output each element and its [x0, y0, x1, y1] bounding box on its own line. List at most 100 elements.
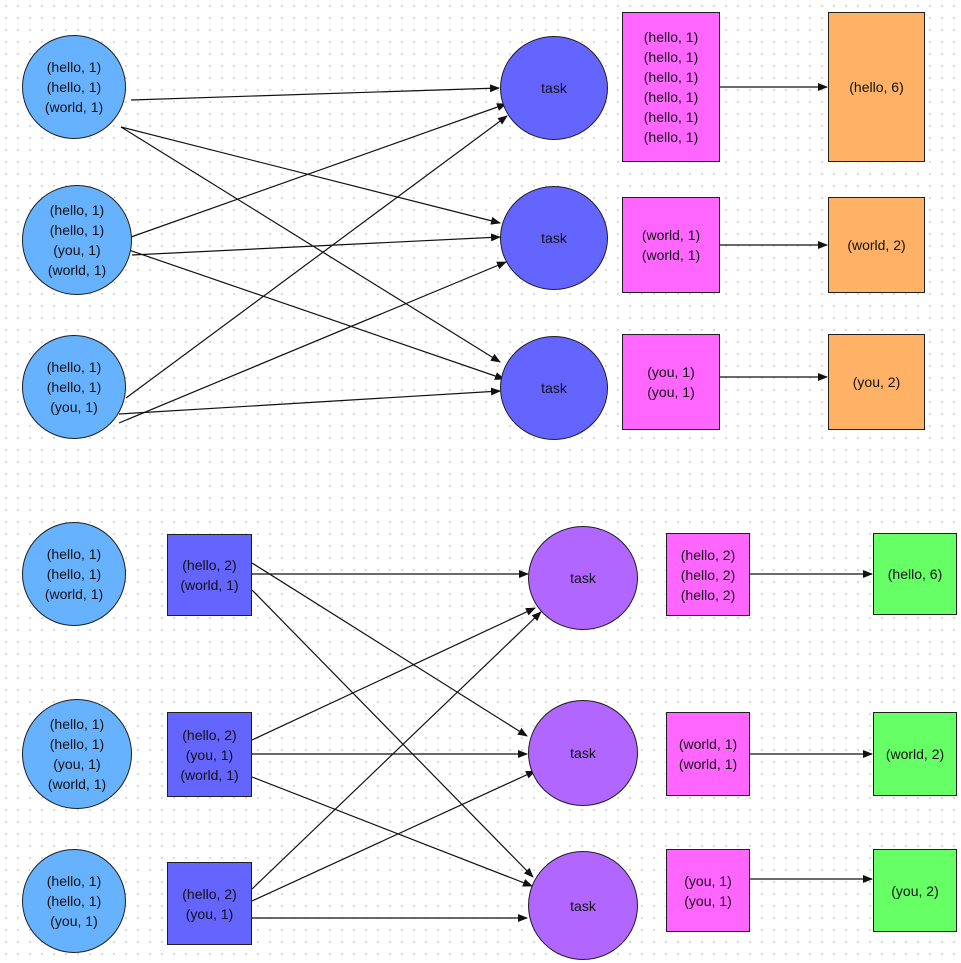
bottom-result-box-line: (world, 2): [885, 746, 945, 762]
bottom-shuffle-arrow: [251, 770, 536, 902]
top-input-circle-line: (world, 1): [47, 262, 107, 278]
top-result-box: (hello, 6): [828, 12, 925, 162]
bottom-shuffle-group-box: (you, 1) (you, 1): [666, 849, 750, 932]
top-result-box-line: (world, 2): [847, 237, 906, 253]
bottom-combiner-box: (hello, 2) (you, 1) (world, 1): [167, 712, 252, 797]
bottom-input-circle-line: (you, 1): [50, 913, 98, 929]
bottom-combiner-box-line: (world, 1): [180, 766, 239, 783]
bottom-result-box: (hello, 6): [873, 533, 957, 615]
bottom-input-circle-line: (hello, 1): [46, 546, 102, 562]
bottom-combiner-box-line: (you, 1): [185, 905, 234, 922]
bottom-shuffle-group-box-line: (hello, 2): [680, 566, 736, 583]
top-input-circle: (hello, 1) (hello, 1) (world, 1): [22, 35, 126, 139]
bottom-shuffle-group-box-line: (world, 1): [678, 756, 738, 772]
bottom-task-circle-label: task: [570, 745, 596, 761]
top-task-circle-label: task: [541, 380, 567, 396]
bottom-task-circle: task: [528, 851, 638, 960]
bottom-shuffle-arrow: [251, 562, 528, 737]
top-shuffle-group-box-line: (world, 1): [641, 227, 701, 243]
bottom-input-circle-line: (hello, 1): [49, 736, 105, 752]
top-shuffle-group-box: (hello, 1) (hello, 1) (hello, 1) (hello, 1)…: [622, 12, 720, 162]
top-shuffle-group-box-line: (hello, 1): [643, 109, 699, 125]
bottom-input-circle: (hello, 1) (hello, 1) (you, 1) (world, 1): [22, 699, 132, 809]
bottom-shuffle-arrow: [251, 611, 542, 890]
bottom-input-circle: (hello, 1) (hello, 1) (you, 1): [22, 849, 126, 953]
bottom-task-circle: task: [528, 526, 638, 630]
top-shuffle-group-box-line: (world, 1): [641, 247, 701, 263]
top-result-box: (you, 2): [828, 334, 925, 430]
top-input-circle: (hello, 1) (hello, 1) (you, 1): [22, 335, 126, 439]
top-shuffle-arrow: [130, 103, 507, 238]
top-shuffle-group-box-line: (hello, 1): [643, 69, 699, 85]
bottom-shuffle-group-box: (world, 1) (world, 1): [666, 712, 750, 796]
bottom-shuffle-group-box-line: (you, 1): [684, 872, 732, 889]
top-input-circle: (hello, 1) (hello, 1) (you, 1) (world, 1): [22, 185, 132, 295]
bottom-result-box: (you, 2): [873, 849, 957, 932]
bottom-shuffle-group-box-line: (hello, 2): [680, 546, 736, 563]
bottom-combiner-box: (hello, 2) (world, 1): [167, 534, 252, 616]
top-task-circle-label: task: [541, 230, 567, 246]
top-shuffle-group-box-line: (you, 1): [647, 364, 695, 380]
bottom-combiner-box: (hello, 2) (you, 1): [167, 862, 252, 945]
top-shuffle-arrow: [130, 84, 500, 101]
bottom-input-circle: (hello, 1) (hello, 1) (world, 1): [22, 522, 126, 626]
top-input-circle-line: (hello, 1): [46, 379, 102, 395]
top-input-circle-line: (hello, 1): [46, 359, 102, 375]
bottom-shuffle-group-box: (hello, 2) (hello, 2) (hello, 2): [666, 533, 750, 616]
bottom-shuffle-group-box-line: (world, 1): [678, 736, 738, 752]
top-input-circle-line: (hello, 1): [49, 202, 105, 218]
bottom-input-circle-line: (world, 1): [44, 586, 104, 602]
bottom-shuffle-arrow: [251, 589, 534, 878]
bottom-shuffle-group-box-line: (hello, 2): [680, 586, 736, 603]
top-shuffle-arrow: [125, 248, 505, 380]
top-shuffle-arrow: [120, 126, 501, 363]
bottom-shuffle-arrow: [251, 776, 533, 887]
top-shuffle-group-box: (you, 1) (you, 1): [622, 334, 720, 430]
top-input-circle-line: (world, 1): [44, 99, 104, 115]
top-result-box-line: (you, 2): [852, 374, 901, 390]
top-shuffle-group-box-line: (hello, 1): [643, 89, 699, 105]
top-input-circle-line: (hello, 1): [46, 79, 102, 95]
top-shuffle-group-box-line: (hello, 1): [643, 29, 699, 45]
top-shuffle-arrow: [125, 115, 508, 399]
top-shuffle-arrow: [118, 387, 501, 415]
top-input-circle-line: (hello, 1): [46, 59, 102, 75]
top-result-box-line: (hello, 6): [849, 79, 904, 95]
top-shuffle-arrow: [118, 261, 507, 424]
bottom-task-circle-label: task: [570, 570, 596, 586]
top-shuffle-group-box: (world, 1) (world, 1): [622, 197, 720, 293]
bottom-combiner-box-line: (hello, 2): [182, 726, 237, 743]
top-shuffle-arrow: [131, 233, 501, 256]
bottom-result-box: (world, 2): [873, 712, 957, 796]
bottom-input-circle-line: (world, 1): [47, 776, 107, 792]
bottom-input-circle-line: (hello, 1): [46, 893, 102, 909]
top-shuffle-group-box-line: (hello, 1): [643, 49, 699, 65]
top-task-circle: task: [500, 336, 608, 440]
bottom-combiner-box-line: (world, 1): [180, 577, 239, 593]
top-task-circle-label: task: [541, 80, 567, 96]
top-input-circle-line: (you, 1): [50, 399, 98, 415]
bottom-combiner-box-line: (hello, 2): [182, 557, 237, 573]
top-shuffle-arrow: [120, 126, 501, 225]
top-task-circle: task: [500, 186, 608, 290]
top-input-circle-line: (hello, 1): [49, 222, 105, 238]
bottom-result-box-line: (you, 2): [891, 882, 939, 899]
bottom-combiner-box-line: (hello, 2): [182, 885, 237, 902]
bottom-task-circle-label: task: [570, 897, 596, 914]
bottom-result-box-line: (hello, 6): [887, 566, 943, 582]
bottom-shuffle-arrow: [251, 607, 536, 741]
bottom-input-circle-line: (you, 1): [53, 756, 101, 772]
top-result-box: (world, 2): [828, 197, 925, 293]
bottom-shuffle-group-box-line: (you, 1): [684, 892, 732, 909]
top-shuffle-group-box-line: (hello, 1): [643, 129, 699, 145]
bottom-combiner-box-line: (you, 1): [185, 746, 234, 763]
bottom-input-circle-line: (hello, 1): [46, 873, 102, 889]
bottom-input-circle-line: (hello, 1): [49, 716, 105, 732]
top-task-circle: task: [500, 36, 608, 140]
bottom-task-circle: task: [528, 700, 638, 806]
top-shuffle-group-box-line: (you, 1): [647, 384, 695, 400]
bottom-input-circle-line: (hello, 1): [46, 566, 102, 582]
top-input-circle-line: (you, 1): [53, 242, 101, 258]
